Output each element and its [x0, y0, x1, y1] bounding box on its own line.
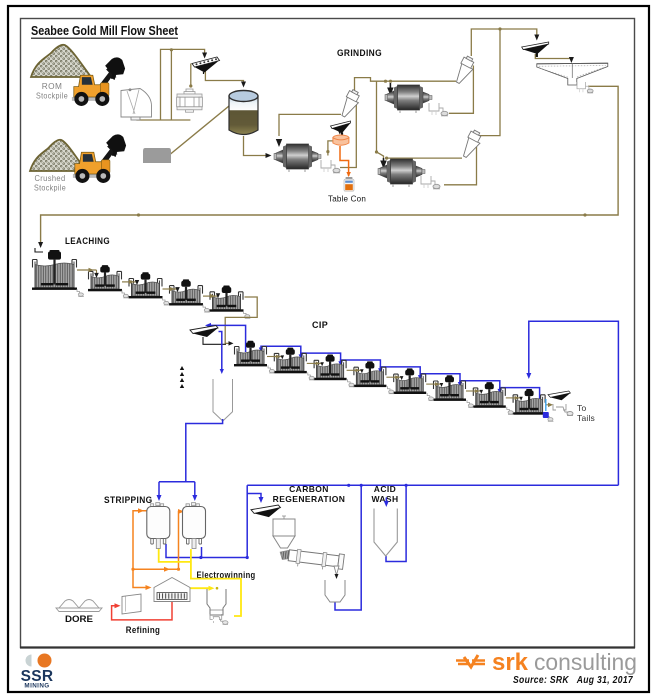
- svg-text:SSR: SSR: [21, 668, 54, 685]
- svg-text:WASH: WASH: [371, 494, 398, 504]
- svg-text:STRIPPING: STRIPPING: [104, 495, 153, 505]
- svg-text:GRINDING: GRINDING: [337, 48, 382, 58]
- svg-text:LEACHING: LEACHING: [65, 236, 110, 246]
- svg-text:REGENERATION: REGENERATION: [273, 494, 346, 504]
- svg-text:DORE: DORE: [65, 614, 93, 625]
- svg-text:Electrowinning: Electrowinning: [197, 570, 256, 581]
- svg-text:Table Con: Table Con: [328, 194, 366, 204]
- svg-text:Crushed: Crushed: [35, 173, 66, 183]
- svg-text:MINING: MINING: [24, 683, 49, 690]
- svg-text:CARBON: CARBON: [289, 484, 329, 494]
- svg-text:ACID: ACID: [374, 484, 396, 494]
- svg-text:Source: SRK Aug 31, 2017: Source: SRK Aug 31, 2017: [513, 675, 633, 686]
- svg-text:ROM: ROM: [42, 81, 63, 91]
- svg-text:CIP: CIP: [312, 320, 328, 330]
- svg-text:Tails: Tails: [577, 413, 595, 423]
- svg-text:To: To: [577, 403, 586, 413]
- svg-text:Stockpile: Stockpile: [34, 183, 66, 193]
- svg-text:consulting: consulting: [534, 649, 637, 675]
- svg-text:srk: srk: [492, 649, 529, 676]
- svg-text:Seabee Gold Mill Flow Sheet: Seabee Gold Mill Flow Sheet: [31, 24, 179, 38]
- svg-text:Refining: Refining: [126, 625, 161, 635]
- svg-text:Stockpile: Stockpile: [36, 91, 68, 101]
